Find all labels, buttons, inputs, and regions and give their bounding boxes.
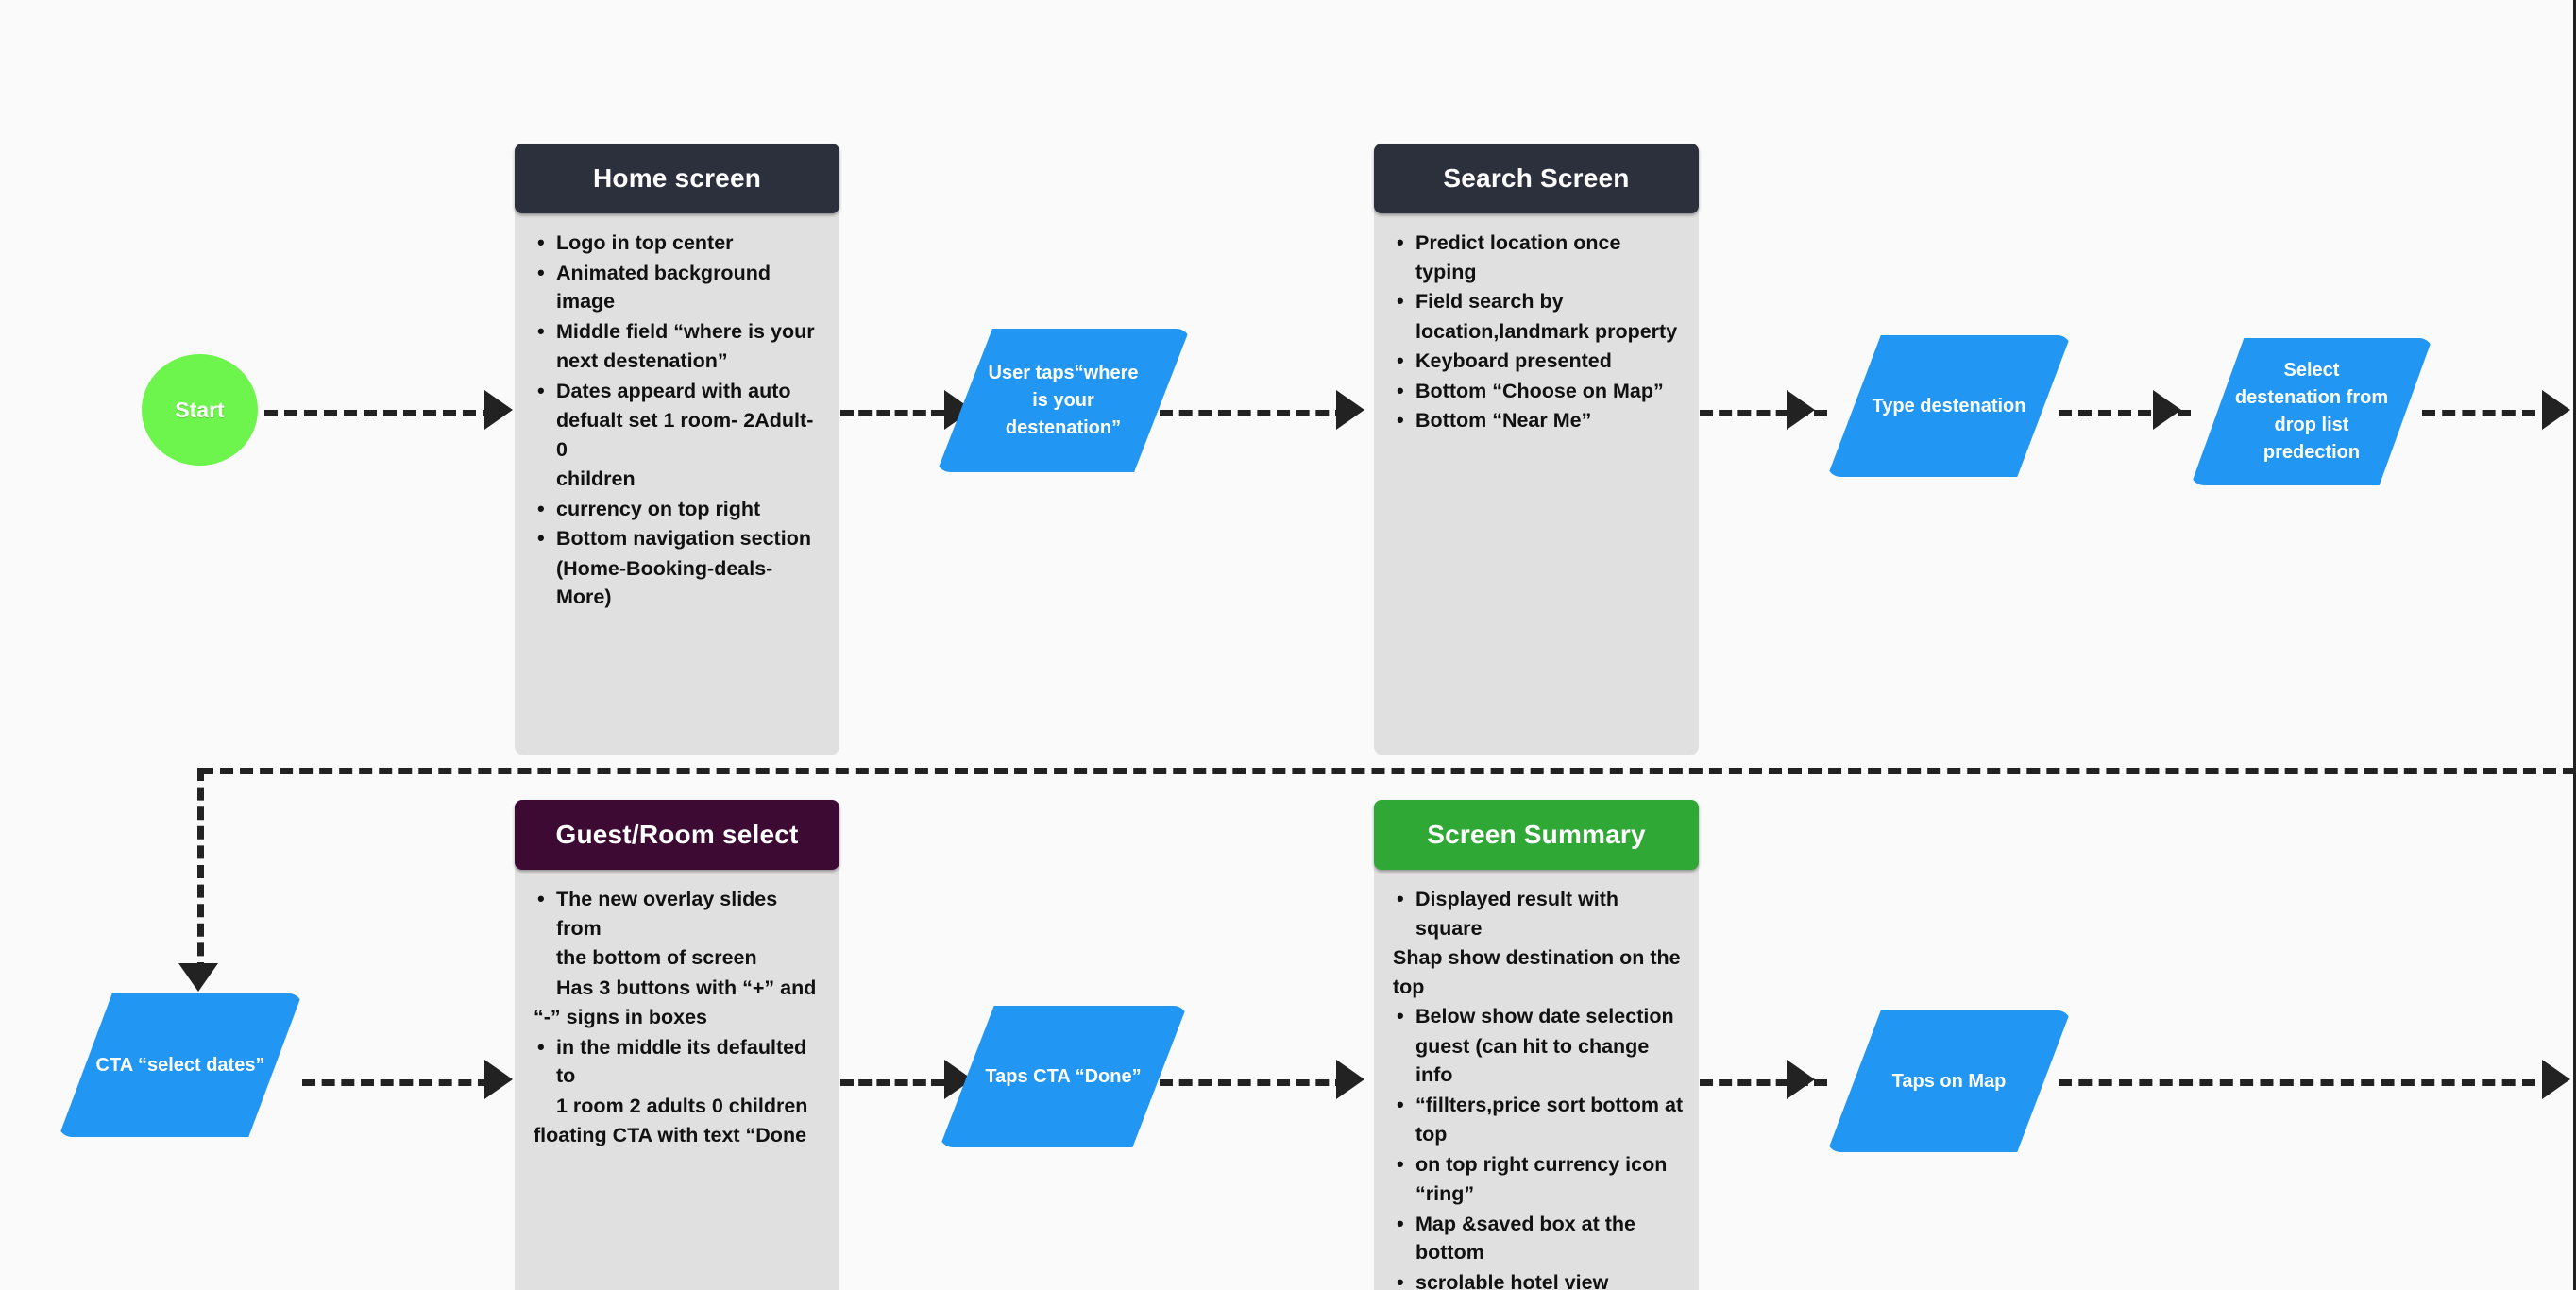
process-node-type-destenation-label: Type destenation xyxy=(1872,395,2026,416)
list-item: floating CTA with text “Done xyxy=(534,1124,807,1147)
list-item: in the middle its defaulted to xyxy=(537,1032,824,1091)
connector-wrap-horizontal xyxy=(200,768,2573,774)
list-item: currency on top right xyxy=(537,494,824,524)
panel-screen-summary: Screen Summary Displayed result with squ… xyxy=(1374,800,1699,1290)
start-node[interactable]: Start xyxy=(142,354,258,466)
list-item: Middle field “where is your xyxy=(537,316,824,347)
process-node-cta-select-dates[interactable]: CTA “select dates” xyxy=(59,993,302,1137)
connector-done-to-summary xyxy=(1160,1079,1348,1086)
connector-tapsmap-to-rightedge xyxy=(2059,1079,2535,1086)
arrow-into-type-destenation xyxy=(1787,390,1815,430)
start-label: Start xyxy=(175,397,225,422)
list-item: “-” signs in boxes xyxy=(534,1006,707,1029)
process-node-taps-on-map-label: Taps on Map xyxy=(1891,1070,2007,1092)
panel-screen-summary-body: Displayed result with square Shap show d… xyxy=(1374,864,1699,1290)
panel-guest-room-select-title: Guest/Room select xyxy=(555,820,799,849)
process-node-cta-select-dates-label: CTA “select dates” xyxy=(95,1054,265,1076)
list-item: (Home-Booking-deals-More) xyxy=(556,556,773,609)
process-node-user-taps-where-label: User taps“where is your destenation” xyxy=(988,362,1139,438)
arrow-into-select-destenation xyxy=(2153,390,2181,430)
panel-guest-room-select-header: Guest/Room select xyxy=(515,800,839,870)
process-node-taps-cta-done-label: Taps CTA “Done” xyxy=(985,1065,1142,1087)
connector-type-to-select xyxy=(2059,410,2191,416)
connector-wrap-vertical xyxy=(197,768,204,976)
list-item: on top right currency icon xyxy=(1397,1149,1684,1180)
process-node-taps-on-map[interactable]: Taps on Map xyxy=(1827,1010,2071,1152)
process-node-user-taps-where[interactable]: User taps“where is your destenation” xyxy=(937,329,1190,472)
process-node-select-destenation-label: Select destenation from drop list predec… xyxy=(2234,360,2389,463)
arrow-into-home-screen xyxy=(484,390,513,430)
panel-screen-summary-header: Screen Summary xyxy=(1374,800,1699,870)
panel-screen-summary-list: Displayed result with square Shap show d… xyxy=(1391,884,1684,1290)
arrow-exit-top-row-right xyxy=(2542,390,2570,430)
list-item: Below show date selection xyxy=(1397,1001,1684,1031)
list-item: “ring” xyxy=(1415,1182,1475,1206)
process-node-taps-cta-done[interactable]: Taps CTA “Done” xyxy=(940,1006,1187,1147)
panel-home-screen-title: Home screen xyxy=(592,163,762,193)
panel-guest-room-select: Guest/Room select The new overlay slides… xyxy=(515,800,839,1290)
list-item: Predict location once typing xyxy=(1397,228,1684,286)
panel-home-screen-list: Logo in top center Animated background i… xyxy=(532,228,824,612)
panel-search-screen-title: Search Screen xyxy=(1443,163,1630,193)
list-item: Logo in top center xyxy=(537,228,824,258)
list-item: Bottom navigation section xyxy=(537,523,824,553)
list-item: “fillters,price sort bottom at xyxy=(1397,1090,1684,1120)
connector-summary-to-taps-map xyxy=(1700,1079,1827,1086)
panel-guest-room-select-body: The new overlay slides from the bottom o… xyxy=(515,864,839,1290)
list-item: Bottom “Near Me” xyxy=(1397,405,1684,435)
list-item: location,landmark property xyxy=(1415,319,1678,343)
list-item: The new overlay slides from xyxy=(537,884,824,942)
panel-search-screen: Search Screen Predict location once typi… xyxy=(1374,144,1699,755)
panel-search-screen-list: Predict location once typing Field searc… xyxy=(1391,228,1684,435)
arrow-into-screen-summary xyxy=(1336,1060,1364,1099)
list-item: Displayed result with square xyxy=(1397,884,1684,942)
list-item: children xyxy=(556,467,636,491)
list-item: Map &saved box at the bottom xyxy=(1397,1209,1684,1267)
panel-search-screen-body: Predict location once typing Field searc… xyxy=(1374,208,1699,755)
arrow-exit-bottom-row-right xyxy=(2542,1060,2570,1099)
list-item: Dates appeard with auto xyxy=(537,376,824,406)
list-item: defualt set 1 room- 2Adult-0 xyxy=(556,409,814,461)
connector-start-to-home xyxy=(264,410,496,416)
arrow-into-cta-select-dates xyxy=(178,963,218,992)
list-item: 1 room 2 adults 0 children xyxy=(556,1094,808,1117)
connector-cta-to-guestroom xyxy=(302,1079,491,1086)
arrow-into-search-screen xyxy=(1336,390,1364,430)
panel-screen-summary-title: Screen Summary xyxy=(1427,820,1646,849)
process-node-type-destenation[interactable]: Type destenation xyxy=(1827,335,2071,477)
connector-guestroom-to-done xyxy=(840,1079,944,1086)
arrow-into-guest-room-select xyxy=(484,1060,513,1099)
list-item: the bottom of screen xyxy=(556,946,757,970)
list-item: Shap show destination on the top xyxy=(1393,946,1681,998)
list-item: Has 3 buttons with “+” and xyxy=(556,976,817,999)
connector-home-to-usertaps xyxy=(840,410,944,416)
list-item: next destenation” xyxy=(556,349,728,373)
list-item: Bottom “Choose on Map” xyxy=(1397,376,1684,406)
connector-usertaps-to-search xyxy=(1160,410,1348,416)
list-item: Field search by xyxy=(1397,286,1684,316)
panel-search-screen-header: Search Screen xyxy=(1374,144,1699,213)
list-item: scrolable hotel view xyxy=(1397,1267,1684,1290)
list-item: Keyboard presented xyxy=(1397,346,1684,376)
list-item: top xyxy=(1415,1123,1448,1146)
connector-select-to-rightedge xyxy=(2422,410,2535,416)
panel-guest-room-select-list: The new overlay slides from the bottom o… xyxy=(532,884,824,1150)
panel-home-screen-header: Home screen xyxy=(515,144,839,213)
arrow-into-taps-on-map xyxy=(1787,1060,1815,1099)
connector-search-to-type xyxy=(1700,410,1827,416)
list-item: guest (can hit to change info xyxy=(1415,1034,1650,1087)
list-item: Animated background image xyxy=(537,258,824,316)
panel-home-screen: Home screen Logo in top center Animated … xyxy=(515,144,839,755)
process-node-select-destenation[interactable]: Select destenation from drop list predec… xyxy=(2191,338,2432,485)
panel-home-screen-body: Logo in top center Animated background i… xyxy=(515,208,839,755)
